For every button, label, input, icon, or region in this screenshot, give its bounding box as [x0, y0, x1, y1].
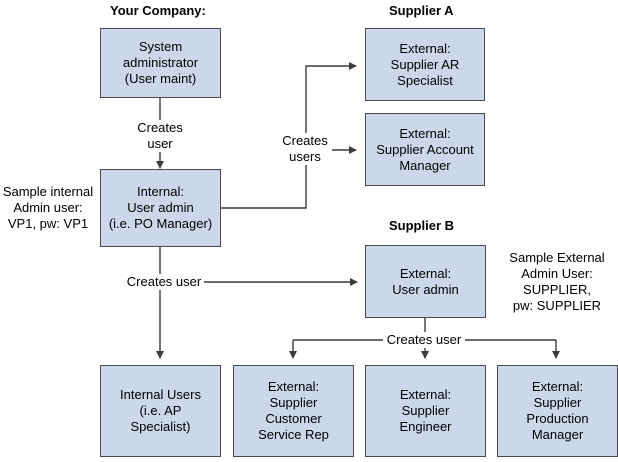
note-sample-external-admin: Sample External Admin User: SUPPLIER, pw… [509, 250, 605, 313]
box-supplier-customer-service-rep: External: Supplier Customer Service Rep [233, 365, 354, 457]
box-supplier-engineer: External: Supplier Engineer [365, 365, 486, 457]
box-supplier-account-manager: External: Supplier Account Manager [365, 113, 485, 186]
box-supplier-ar-specialist: External: Supplier AR Specialist [365, 28, 485, 101]
header-supplier-b: Supplier B [389, 218, 455, 233]
header-supplier-a: Supplier A [389, 3, 454, 18]
box-supplier-production-manager: External: Supplier Production Manager [497, 365, 618, 457]
label-creates-user-supplier-b: Creates user [383, 332, 465, 348]
note-sample-internal-admin: Sample internal Admin user: VP1, pw: VP1 [2, 184, 94, 231]
box-internal-users: Internal Users (i.e. AP Specialist) [100, 365, 221, 457]
label-creates-user-sysadmin: Creates user [132, 120, 188, 152]
label-creates-users-supplier-a: Creates users [278, 133, 332, 165]
box-external-user-admin: External: User admin [365, 245, 486, 318]
box-system-administrator: System administrator (User maint) [100, 28, 221, 98]
header-your-company: Your Company: [110, 3, 206, 18]
box-internal-user-admin: Internal: User admin (i.e. PO Manager) [100, 169, 221, 247]
label-creates-user-external: Creates user [124, 274, 204, 290]
